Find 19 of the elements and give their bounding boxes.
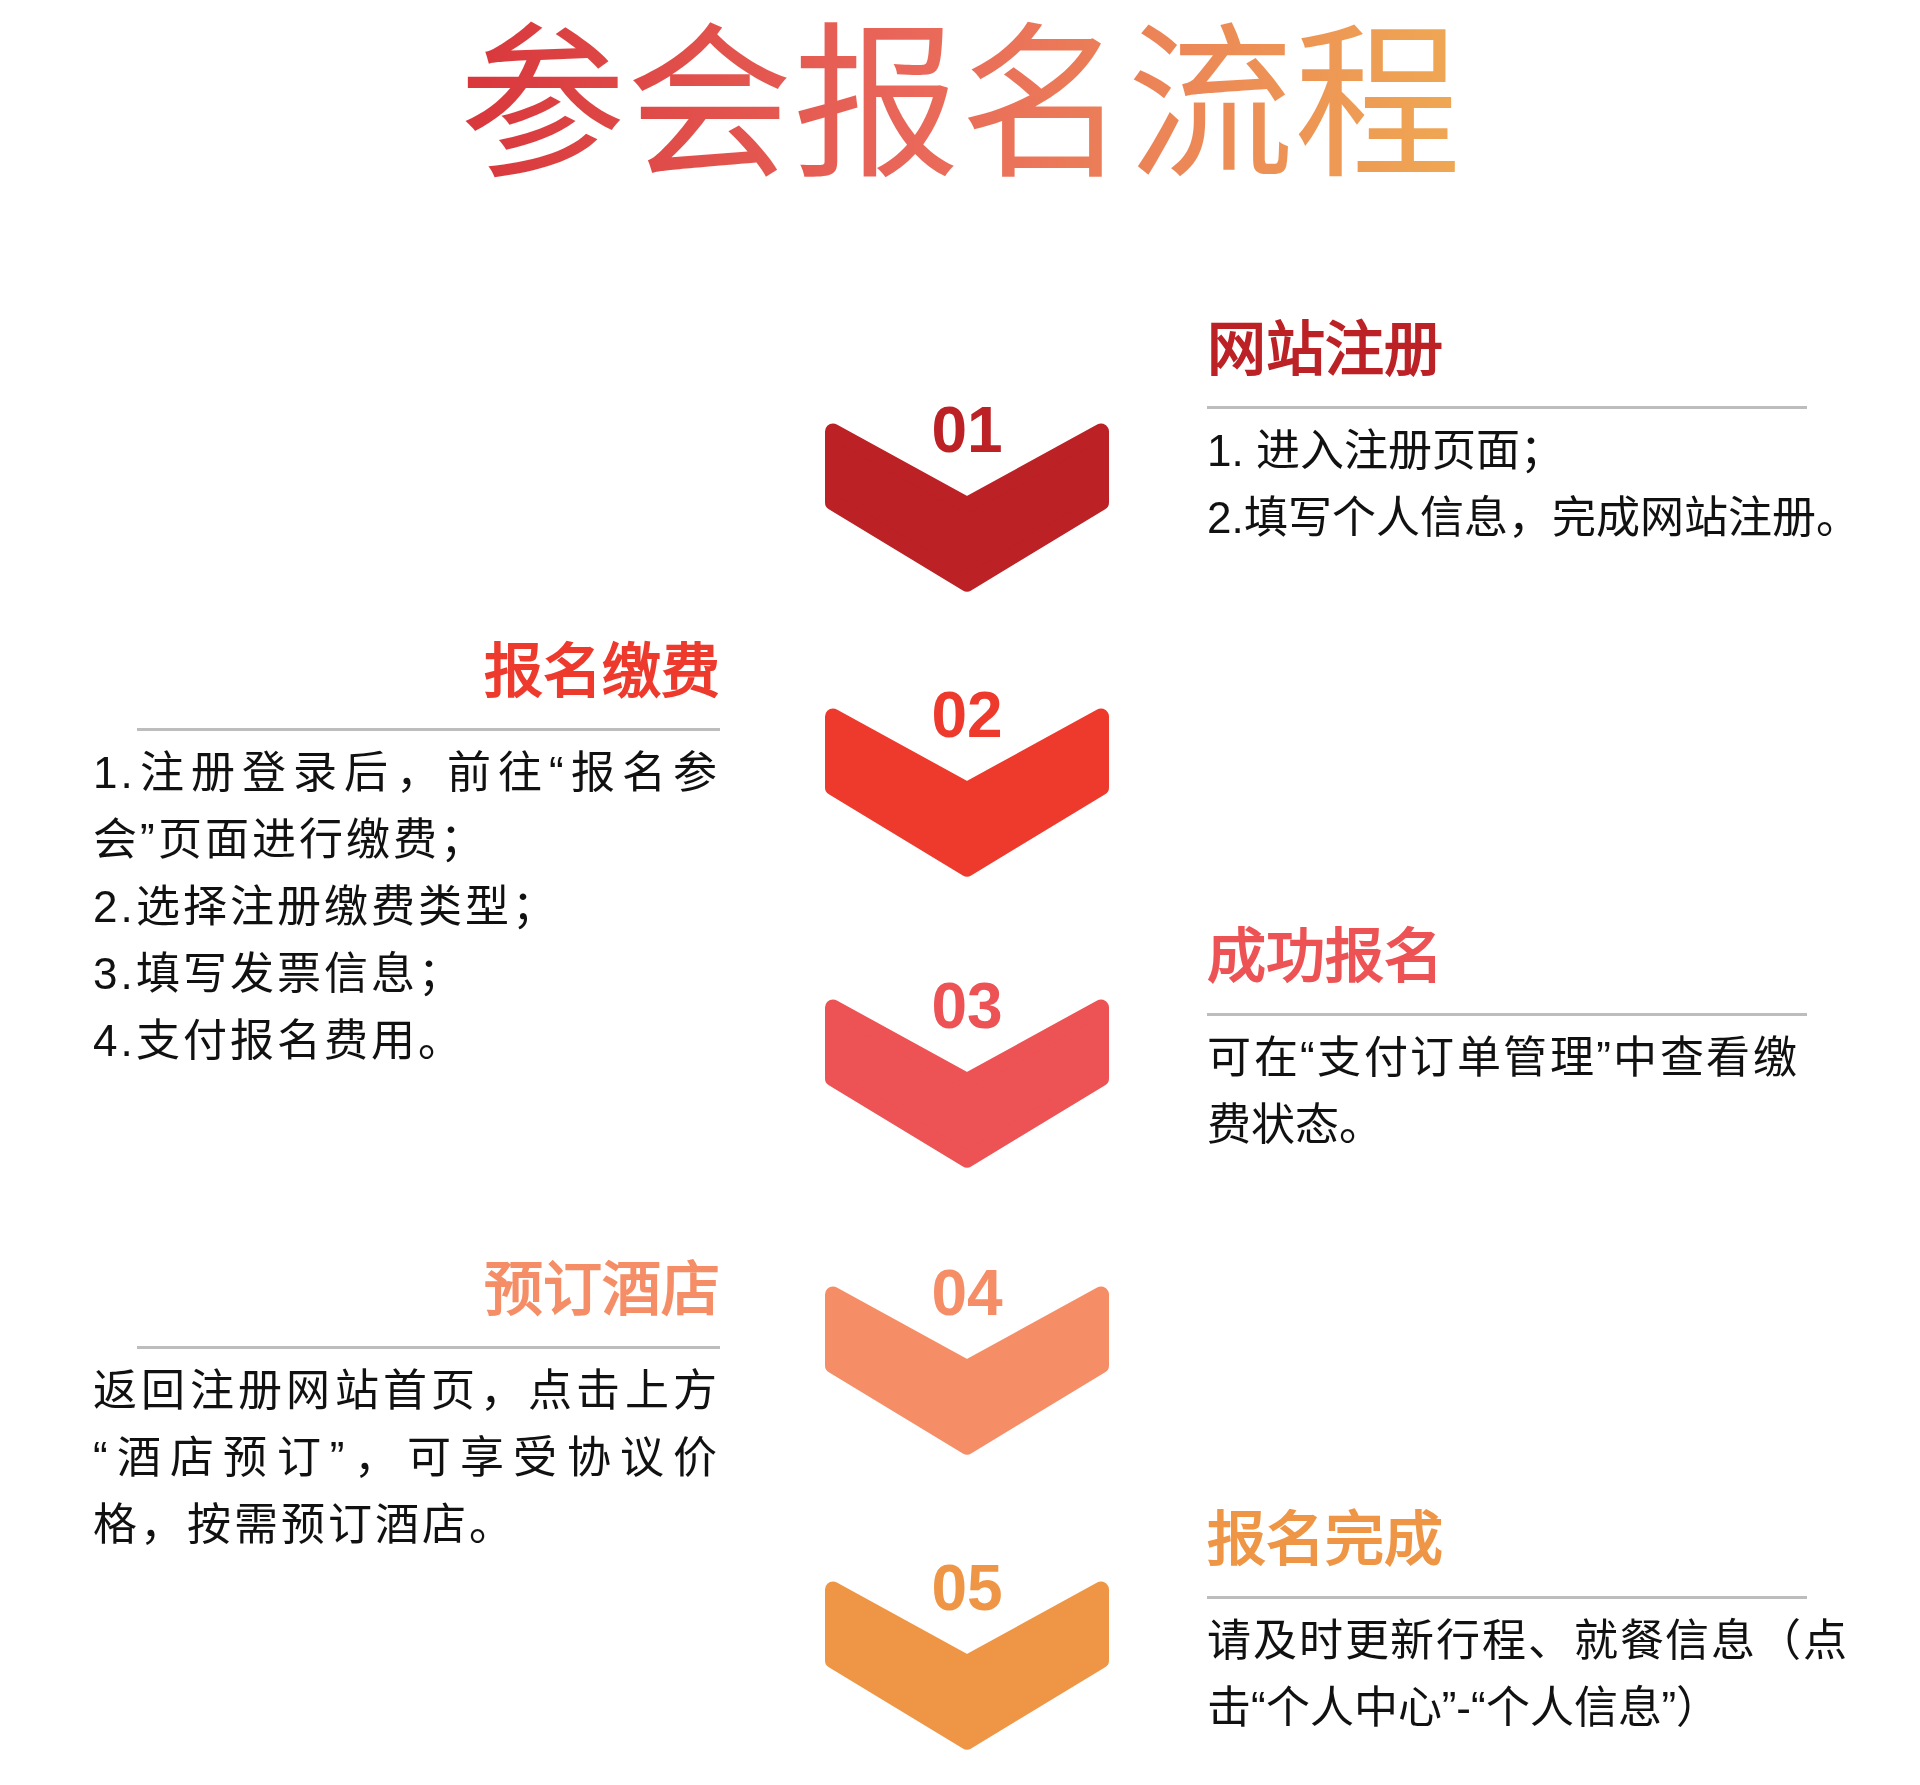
step-description: 请及时更新行程、就餐信息（点击“个人中心”-“个人信息”） (1207, 1615, 1847, 1734)
step-description: 1.注册登录后，前往“报名参会”页面进行缴费； (93, 747, 720, 866)
step-number: 01 (931, 398, 1003, 462)
step-description: 3.填写发票信息； (93, 948, 465, 1000)
step-heading: 报名缴费 (484, 638, 720, 707)
step-heading: 报名完成 (1207, 1506, 1443, 1575)
step-description: 返回注册网站首页，点击上方“酒店预订”，可享受协议价格，按需预订酒店。 (93, 1365, 720, 1551)
step-description: 2.选择注册缴费类型； (93, 881, 559, 933)
step-description: 1. 进入注册页面； (1207, 425, 1564, 477)
step-description: 可在“支付订单管理”中查看缴费状态。 (1207, 1032, 1797, 1151)
step-description: 4.支付报名费用。 (93, 1015, 465, 1067)
step-number: 02 (931, 683, 1003, 747)
step-heading: 成功报名 (1207, 923, 1443, 992)
step-heading: 预订酒店 (484, 1256, 720, 1325)
step-number: 05 (931, 1556, 1003, 1620)
step-heading: 网站注册 (1207, 316, 1443, 385)
step-number: 03 (931, 974, 1003, 1038)
step-description: 2.填写个人信息，完成网站注册。 (1207, 492, 1860, 544)
step-number: 04 (931, 1261, 1003, 1325)
